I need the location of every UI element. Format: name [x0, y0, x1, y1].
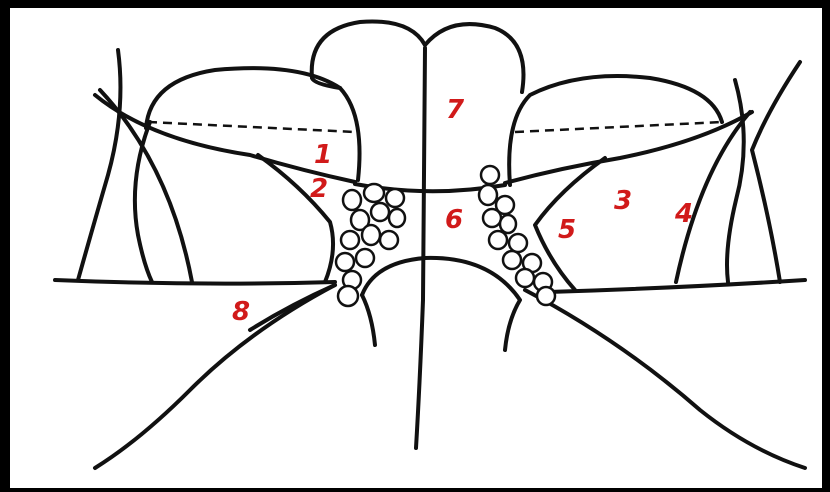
inner-arch — [362, 258, 520, 350]
cell — [509, 234, 527, 252]
label-5: 5 — [558, 215, 576, 245]
midline — [416, 48, 425, 448]
right-diagonal — [676, 112, 750, 282]
cell — [341, 231, 359, 249]
cell — [364, 184, 384, 202]
left-cell-cluster — [336, 184, 405, 306]
cell — [537, 287, 555, 305]
right-cell-cluster — [479, 166, 555, 305]
cell — [489, 231, 507, 249]
central-top-right — [425, 24, 523, 92]
central-top-left — [312, 21, 425, 78]
cell — [336, 253, 354, 271]
cell — [362, 225, 380, 245]
cell — [371, 203, 389, 221]
lower-right-diagonal — [525, 290, 805, 468]
baseline-left — [55, 280, 335, 284]
lower-left-inner — [250, 285, 335, 330]
cell — [343, 190, 361, 210]
label-8: 8 — [232, 297, 250, 327]
label-7: 7 — [446, 95, 465, 125]
label-6: 6 — [445, 205, 463, 235]
right-inner-curve — [727, 80, 744, 282]
label-2: 2 — [310, 174, 328, 204]
cell — [389, 209, 405, 227]
label-4: 4 — [674, 199, 693, 229]
right-dashed-line — [515, 122, 722, 132]
inner-arch-left-leg — [362, 295, 375, 345]
label-1: 1 — [314, 140, 332, 170]
cell — [386, 189, 404, 207]
lower-left-diagonal — [95, 285, 335, 468]
right-outer-line — [752, 62, 800, 282]
cell — [503, 251, 521, 269]
right-lobe — [509, 76, 722, 185]
cell — [338, 286, 358, 306]
label-3: 3 — [614, 186, 632, 216]
cell — [479, 185, 497, 205]
cell — [516, 269, 534, 287]
cell — [483, 209, 501, 227]
left-outer-line — [78, 50, 120, 280]
cell — [380, 231, 398, 249]
cell — [500, 215, 516, 233]
cell — [356, 249, 374, 267]
left-dashed-line — [148, 122, 355, 132]
cell — [481, 166, 499, 184]
